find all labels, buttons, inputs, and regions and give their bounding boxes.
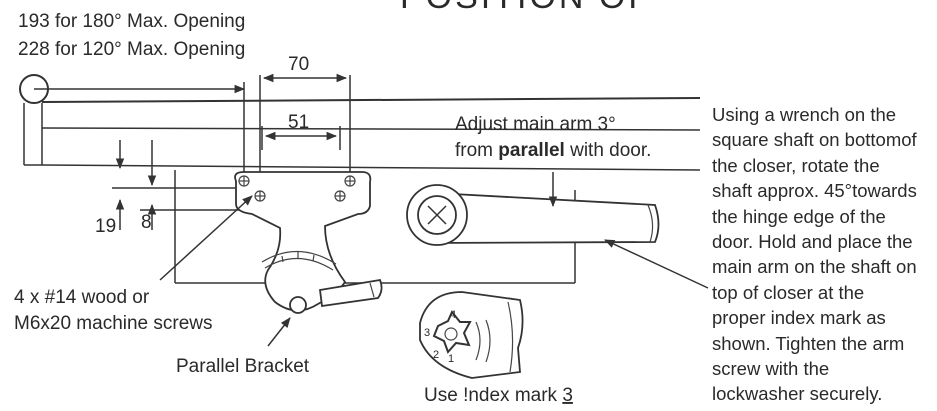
instruction-line: the closer, rotate the — [712, 154, 880, 176]
header-partial-text: POSITION OF — [400, 0, 652, 16]
index-mark-label: Use !ndex mark 3 — [424, 385, 573, 406]
parallel-bracket — [234, 171, 383, 314]
screws-line1: 4 x #14 wood or — [14, 287, 150, 308]
dial-mark-4: 4 — [450, 309, 456, 321]
opening-120-label: 228 for 120° Max. Opening — [18, 39, 245, 60]
instruction-line: lockwasher securely. — [712, 383, 883, 405]
arm-leader-line — [604, 239, 709, 289]
instruction-line: square shaft on bottomof — [712, 129, 917, 151]
instruction-line: door. Hold and place the — [712, 231, 913, 253]
dimension-70-label: 70 — [288, 54, 309, 75]
dial-mark-1: 1 — [448, 353, 454, 365]
dimension-19-label: 19 — [95, 216, 116, 237]
screws-leader-line — [159, 195, 253, 281]
index-mark-dial: 3 4 2 1 — [419, 291, 524, 379]
instruction-line: main arm on the shaft on — [712, 256, 917, 278]
instruction-line: shaft approx. 45°towards — [712, 180, 917, 202]
dimension-51-label: 51 — [288, 112, 309, 133]
bracket-leader-line — [267, 317, 291, 347]
installation-instructions: Using a wrench on the square shaft on bot… — [712, 102, 936, 407]
instruction-line: proper index mark as — [712, 307, 886, 329]
screw-hole-icons — [238, 175, 356, 202]
dimension-51: 51 — [261, 112, 341, 150]
instruction-line: shown. Tighten the arm — [712, 332, 905, 354]
instruction-line: screw with the — [712, 358, 830, 380]
main-arm — [406, 184, 660, 246]
adjust-arm-line2: from parallel with door. — [455, 140, 651, 161]
instruction-line: top of closer at the — [712, 281, 865, 303]
instruction-line: the hinge edge of the — [712, 205, 886, 227]
instruction-line: Using a wrench on the — [712, 104, 897, 125]
adjust-arm-line1: Adjust main arm 3° — [455, 114, 616, 135]
dial-mark-3: 3 — [424, 327, 430, 339]
dimension-8-label: 8 — [141, 212, 152, 233]
square-shaft-icon — [432, 310, 472, 354]
parallel-bracket-label: Parallel Bracket — [176, 356, 310, 377]
opening-180-label: 193 for 180° Max. Opening — [18, 11, 245, 32]
screws-line2: M6x20 machine screws — [14, 313, 213, 334]
dimension-19-8: 19 8 — [95, 140, 250, 237]
dial-mark-2: 2 — [433, 349, 439, 361]
